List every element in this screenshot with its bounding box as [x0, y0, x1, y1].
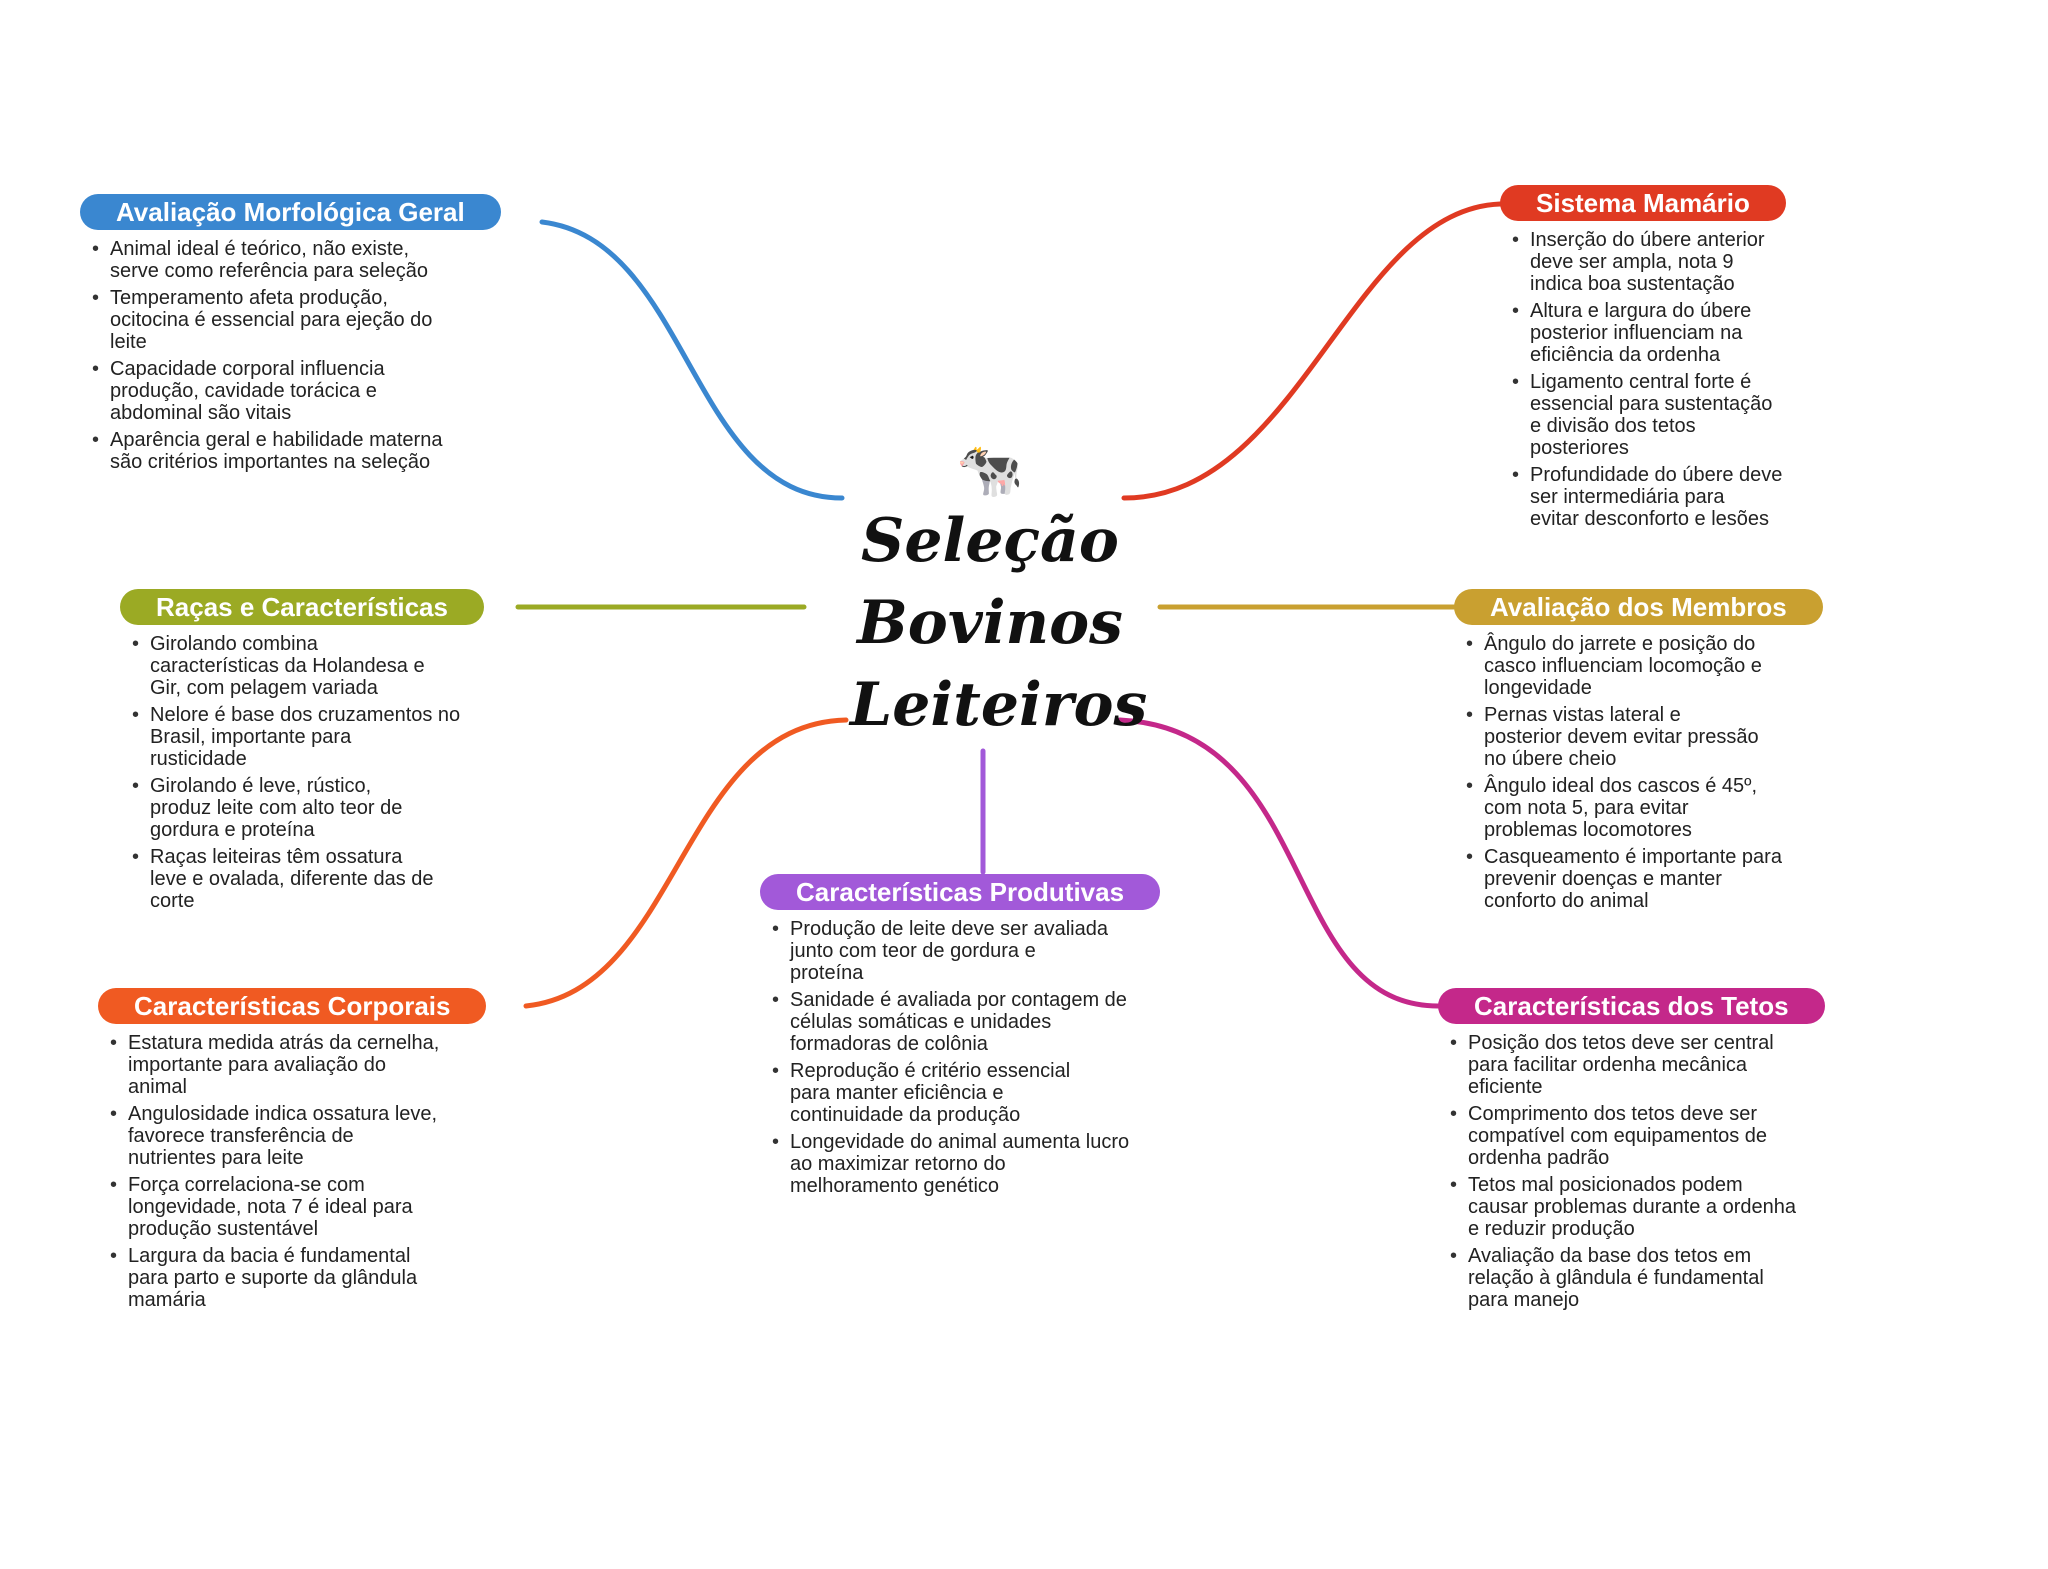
bullet-item: Tetos mal posicionados podem causar prob… [1444, 1174, 1825, 1240]
bullet-item: Ligamento central forte é essencial para… [1506, 371, 1786, 459]
bullet-item: Raças leiteiras têm ossatura leve e oval… [126, 846, 484, 912]
connector-tetos [1117, 717, 1441, 1009]
bullet-item: Sanidade é avaliada por contagem de célu… [766, 989, 1160, 1055]
bullet-item: Inserção do úbere anterior deve ser ampl… [1506, 229, 1786, 295]
topic-bullets-racas: Girolando combina características da Hol… [126, 633, 484, 912]
bullet-item: Animal ideal é teórico, não existe, serv… [86, 238, 501, 282]
topic-corporais: Características Corporais Estatura medid… [98, 988, 487, 1316]
topic-title-racas[interactable]: Raças e Características [120, 589, 484, 625]
bullet-item: Capacidade corporal influencia produção,… [86, 358, 501, 424]
topic-membros: Avaliação dos Membros Ângulo do jarrete … [1454, 589, 1823, 917]
cow-icon: 🐄 [956, 440, 1024, 500]
topic-title-membros[interactable]: Avaliação dos Membros [1454, 589, 1823, 625]
bullet-item: Força correlaciona-se com longevidade, n… [104, 1174, 486, 1240]
central-title-line-2: Bovinos [857, 588, 1123, 658]
topic-mamario: Sistema Mamário Inserção do úbere anteri… [1500, 185, 1786, 535]
central-topic[interactable]: 🐄 Seleção Bovinos Leiteiros [850, 440, 1148, 746]
topic-racas: Raças e Características Girolando combin… [120, 589, 484, 917]
bullet-item: Estatura medida atrás da cernelha, impor… [104, 1032, 486, 1098]
bullet-item: Largura da bacia é fundamental para part… [104, 1245, 486, 1311]
connector-morfologica [539, 219, 845, 501]
bullet-item: Ângulo do jarrete e posição do casco inf… [1460, 633, 1823, 699]
topic-title-tetos[interactable]: Características dos Tetos [1438, 988, 1825, 1024]
topic-tetos: Características dos Tetos Posição dos te… [1438, 988, 1825, 1316]
bullet-item: Temperamento afeta produção, ocitocina é… [86, 287, 501, 353]
connector-corporais [523, 717, 849, 1009]
bullet-item: Casqueamento é importante para prevenir … [1460, 846, 1823, 912]
bullet-item: Reprodução é critério essencial para man… [766, 1060, 1160, 1126]
central-title-line-3: Leiteiros [850, 670, 1148, 740]
topic-bullets-mamario: Inserção do úbere anterior deve ser ampl… [1506, 229, 1786, 530]
topic-morfologica: Avaliação Morfológica Geral Animal ideal… [80, 194, 501, 478]
topic-bullets-morfologica: Animal ideal é teórico, não existe, serv… [86, 238, 501, 473]
bullet-item: Girolando combina características da Hol… [126, 633, 484, 699]
topic-title-mamario[interactable]: Sistema Mamário [1500, 185, 1786, 221]
bullet-item: Ângulo ideal dos cascos é 45º, com nota … [1460, 775, 1823, 841]
topic-title-produtivas[interactable]: Características Produtivas [760, 874, 1161, 910]
topic-title-corporais[interactable]: Características Corporais [98, 988, 487, 1024]
bullet-item: Girolando é leve, rústico, produz leite … [126, 775, 484, 841]
bullet-item: Aparência geral e habilidade materna são… [86, 429, 501, 473]
bullet-item: Nelore é base dos cruzamentos no Brasil,… [126, 704, 484, 770]
bullet-item: Longevidade do animal aumenta lucro ao m… [766, 1131, 1160, 1197]
bullet-item: Profundidade do úbere deve ser intermedi… [1506, 464, 1786, 530]
bullet-item: Pernas vistas lateral e posterior devem … [1460, 704, 1823, 770]
bullet-item: Produção de leite deve ser avaliada junt… [766, 918, 1160, 984]
topic-produtivas: Características Produtivas Produção de l… [760, 874, 1161, 1202]
connector-mamario [1121, 201, 1503, 501]
bullet-item: Posição dos tetos deve ser central para … [1444, 1032, 1825, 1098]
bullet-item: Altura e largura do úbere posterior infl… [1506, 300, 1786, 366]
topic-title-morfologica[interactable]: Avaliação Morfológica Geral [80, 194, 501, 230]
central-title: Seleção Bovinos Leiteiros [850, 500, 1148, 746]
central-title-line-1: Seleção [861, 506, 1119, 576]
topic-bullets-membros: Ângulo do jarrete e posição do casco inf… [1460, 633, 1823, 912]
topic-bullets-tetos: Posição dos tetos deve ser central para … [1444, 1032, 1825, 1311]
topic-bullets-produtivas: Produção de leite deve ser avaliada junt… [766, 918, 1160, 1197]
topic-bullets-corporais: Estatura medida atrás da cernelha, impor… [104, 1032, 486, 1311]
bullet-item: Avaliação da base dos tetos em relação à… [1444, 1245, 1825, 1311]
bullet-item: Comprimento dos tetos deve ser compatíve… [1444, 1103, 1825, 1169]
bullet-item: Angulosidade indica ossatura leve, favor… [104, 1103, 486, 1169]
